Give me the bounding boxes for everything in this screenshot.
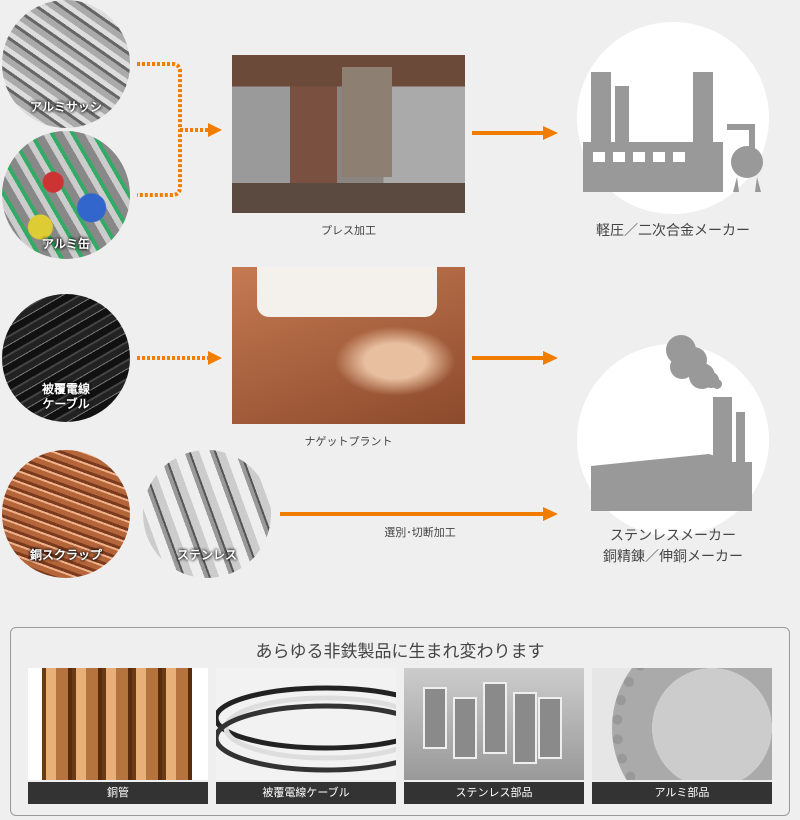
process-label-sort-cut: 選別･切断加工 — [384, 526, 456, 539]
factory-smoke-icon — [591, 335, 752, 511]
source-label: 被覆電線 — [41, 382, 90, 396]
flow-arrows — [137, 62, 558, 521]
destination-label-copper: 銅精錬／伸銅メーカー — [603, 549, 743, 565]
arrowhead — [208, 351, 222, 365]
dotted-connector-sash — [137, 62, 182, 197]
factory-icon — [583, 72, 763, 192]
source-label: ステンレス — [176, 548, 237, 562]
arrowhead — [208, 123, 222, 137]
process-label-press: プレス加工 — [321, 224, 376, 237]
product-label: アルミ部品 — [592, 782, 772, 804]
source-label: 銅スクラップ — [29, 548, 102, 562]
arrowhead — [543, 351, 558, 365]
products-panel — [10, 627, 790, 816]
arrowhead — [543, 507, 558, 521]
process-label-nugget: ナゲットプラント — [304, 435, 393, 448]
product-image-aluminum-parts — [592, 668, 772, 780]
source-copper-scrap: 銅スクラップ — [2, 450, 130, 578]
destination-label-stainless: ステンレスメーカー — [610, 528, 736, 544]
product-label: 被覆電線ケーブル — [216, 782, 396, 804]
products-title: あらゆる非鉄製品に生まれ変わります — [255, 642, 545, 662]
press-photo — [232, 55, 465, 213]
product-image-copper-pipe — [28, 668, 208, 780]
source-label: アルミ缶 — [42, 237, 90, 251]
nugget-plant-photo — [232, 267, 465, 424]
source-label: ケーブル — [42, 397, 90, 411]
product-label: ステンレス部品 — [404, 782, 584, 804]
product-image-stainless-parts — [404, 668, 584, 780]
source-stainless: ステンレス — [143, 450, 271, 578]
source-aluminum-sash: アルミサッシ — [2, 0, 130, 128]
source-covered-cable: 被覆電線 ケーブル — [2, 294, 130, 422]
product-label: 銅管 — [28, 782, 208, 804]
product-image-cable — [216, 668, 396, 780]
arrowhead — [543, 126, 558, 140]
destination-label-alloy: 軽圧／二次合金メーカー — [596, 223, 750, 239]
source-label: アルミサッシ — [30, 100, 102, 114]
source-aluminum-can: アルミ缶 — [2, 131, 130, 259]
